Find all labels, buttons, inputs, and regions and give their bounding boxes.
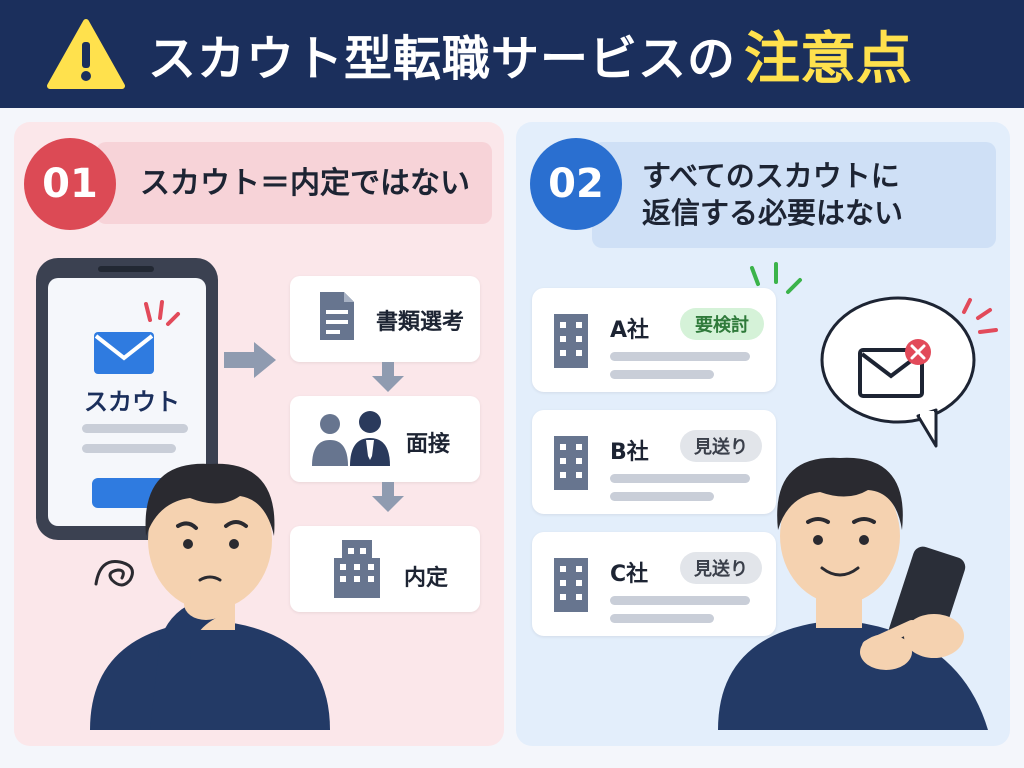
interview-people-icon xyxy=(312,411,390,466)
arrow-right-icon xyxy=(224,342,276,378)
right-heading: すべてのスカウトに 返信する必要はない xyxy=(642,158,903,232)
document-icon xyxy=(320,292,354,340)
step-label-offer: 内定 xyxy=(404,566,449,591)
right-heading-line1: すべてのスカウトに xyxy=(642,158,900,193)
status-badge-a: 要検討 xyxy=(680,308,764,340)
alert-lines-icon xyxy=(144,300,180,326)
phone-scout-label: スカウト xyxy=(84,388,180,416)
company-building-icon xyxy=(554,436,588,490)
phone-notch xyxy=(98,266,154,272)
status-badge-b: 見送り xyxy=(680,430,762,462)
text-placeholder-line xyxy=(82,424,188,433)
company-name-a: A社 xyxy=(610,318,650,343)
confused-person-illustration xyxy=(90,463,330,730)
header-banner: スカウト型転職サービスの 注意点 xyxy=(0,0,1024,108)
page-title: スカウト型転職サービスの 注意点 xyxy=(148,24,912,92)
arrow-down-icon xyxy=(372,482,404,512)
arrow-down-icon xyxy=(372,362,404,392)
number-badge-02: 02 xyxy=(530,138,622,230)
company-name-c: C社 xyxy=(610,562,649,587)
warning-triangle-icon xyxy=(47,19,125,89)
step-label-interview: 面接 xyxy=(406,432,451,457)
company-building-icon xyxy=(554,314,588,368)
text-placeholder-line xyxy=(610,614,714,623)
mail-icon xyxy=(94,332,154,374)
smiling-person-illustration xyxy=(718,457,988,730)
title-accent: 注意点 xyxy=(744,26,913,92)
text-placeholder-line xyxy=(610,492,714,501)
right-heading-line2: 返信する必要はない xyxy=(642,196,904,230)
right-heading-bar: すべてのスカウトに 返信する必要はない xyxy=(592,142,996,248)
text-placeholder-line xyxy=(82,444,176,453)
mail-reject-icon xyxy=(858,339,931,398)
title-main: スカウト型転職サービスの xyxy=(148,31,737,87)
building-icon xyxy=(334,540,380,598)
left-heading-bar: スカウト＝内定ではない xyxy=(96,142,492,224)
company-name-b: B社 xyxy=(610,440,649,465)
confused-swirl-icon xyxy=(94,559,134,587)
step-interview xyxy=(290,396,480,482)
number-badge-01: 01 xyxy=(24,138,116,230)
left-heading: スカウト＝内定ではない xyxy=(140,165,470,201)
text-placeholder-line xyxy=(610,596,750,605)
text-placeholder-line xyxy=(610,370,714,379)
step-label-document: 書類選考 xyxy=(376,310,465,335)
company-building-icon xyxy=(554,558,588,612)
step-offer xyxy=(290,526,480,612)
alert-lines-icon xyxy=(962,298,998,334)
text-placeholder-line xyxy=(610,474,750,483)
highlight-lines-icon xyxy=(750,262,802,294)
status-badge-c: 見送り xyxy=(680,552,762,584)
text-placeholder-line xyxy=(610,352,750,361)
